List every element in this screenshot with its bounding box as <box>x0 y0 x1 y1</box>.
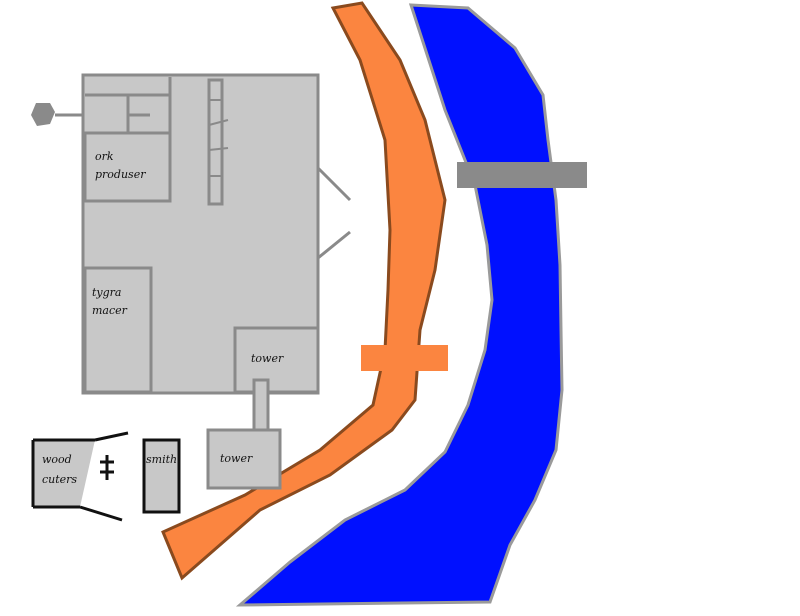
building-wood-cutters: wood cuters <box>31 431 129 522</box>
ork-producer-label-2: produser <box>95 168 146 181</box>
tygra-macer-label-2: macer <box>92 304 128 317</box>
wood-cutters-label-2: cuters <box>42 473 77 486</box>
tower-lower-label: tower <box>220 452 253 465</box>
building-ork-producer: ork produser <box>83 131 172 203</box>
building-tower-lower: tower <box>206 428 282 490</box>
road-bridge <box>361 345 448 371</box>
crossed-axe-icon <box>100 455 114 480</box>
ork-producer-label-1: ork <box>95 150 114 163</box>
building-tygra-macer: tygra macer <box>83 266 153 394</box>
road <box>161 1 447 581</box>
wood-cutters-label-1: wood <box>42 453 72 466</box>
tower-upper-label: tower <box>251 352 284 365</box>
river <box>235 3 564 607</box>
building-smith: smith <box>142 438 181 514</box>
smith-label: smith <box>146 453 177 466</box>
compound-gate <box>316 166 352 260</box>
building-tower-upper: tower <box>233 326 320 394</box>
tygra-macer-label-1: tygra <box>92 286 122 299</box>
river-bridge <box>457 162 587 188</box>
